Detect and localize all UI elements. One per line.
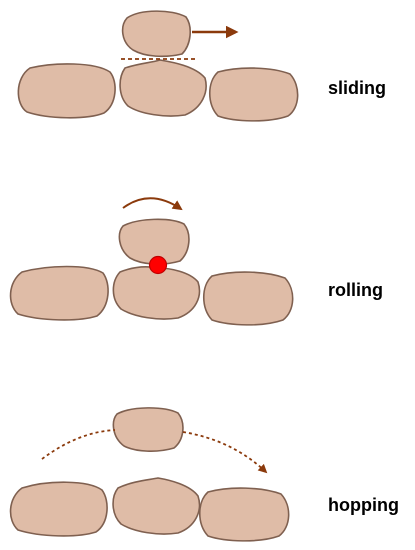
bed-grain-left bbox=[9, 481, 108, 537]
bed-grain-left bbox=[17, 63, 116, 119]
moving-grain bbox=[121, 10, 191, 58]
bed-grain-middle bbox=[112, 266, 201, 320]
bed-grain-middle bbox=[119, 59, 207, 117]
panel-sliding bbox=[17, 10, 299, 122]
rolling-arrow bbox=[122, 197, 183, 211]
rolling-grain bbox=[118, 218, 190, 265]
hop-trajectory bbox=[41, 429, 266, 472]
hopping-grain bbox=[112, 407, 184, 452]
panel-hopping bbox=[9, 407, 290, 542]
panel-rolling bbox=[9, 197, 294, 326]
bed-grain-right bbox=[198, 487, 290, 542]
label-rolling: rolling bbox=[328, 280, 383, 300]
bed-grain-right bbox=[208, 67, 299, 122]
pivot-point bbox=[148, 255, 168, 275]
label-hopping: hopping bbox=[328, 495, 399, 515]
bed-grain-left bbox=[9, 265, 109, 321]
bed-grain-middle bbox=[112, 477, 201, 535]
label-sliding: sliding bbox=[328, 78, 386, 98]
bed-grain-right bbox=[202, 271, 294, 326]
